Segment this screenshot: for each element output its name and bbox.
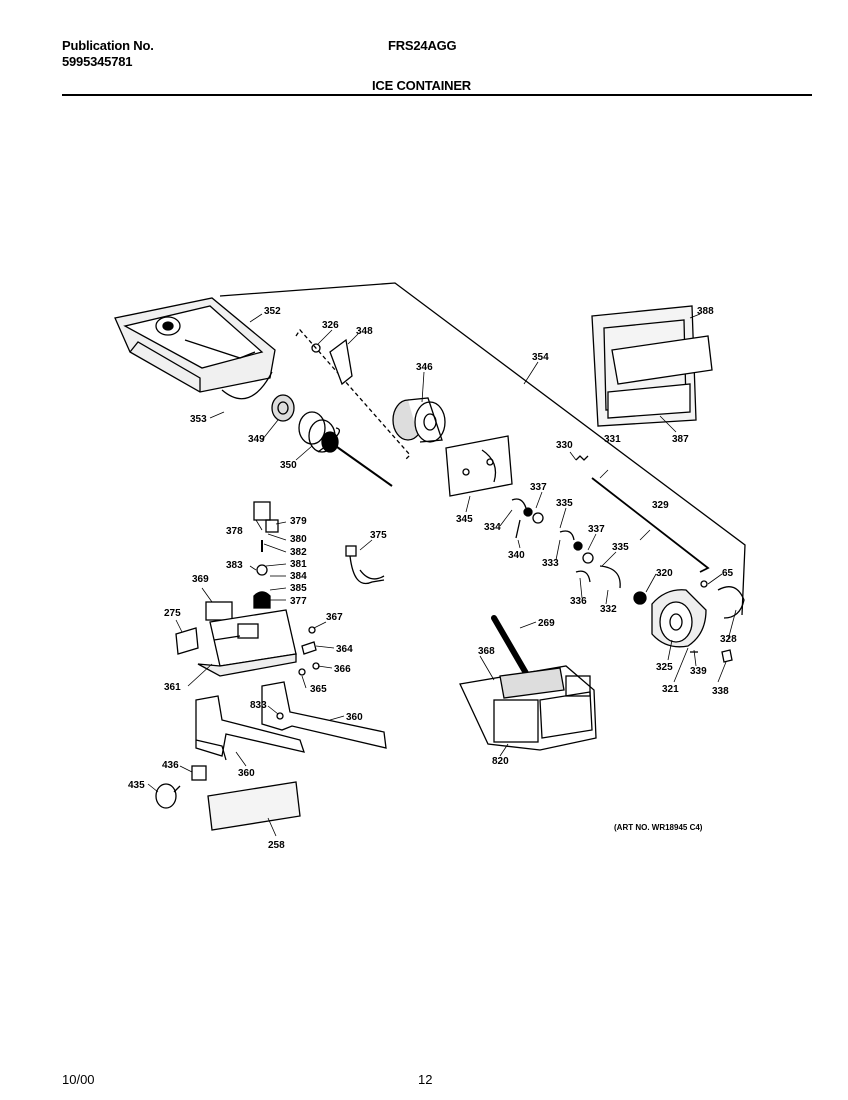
cover-part [175,627,199,655]
callout-335a: 335 [556,498,573,509]
callout-330: 330 [556,440,573,451]
callout-369: 369 [192,574,209,585]
callout-388: 388 [697,306,714,317]
section-title: ICE CONTAINER [372,78,471,93]
callout-331: 331 [604,434,621,445]
motor-part [633,580,745,663]
rail-parts [195,681,387,761]
callout-65: 65 [722,568,734,579]
callout-820: 820 [492,756,509,767]
callout-385: 385 [290,583,307,594]
callout-833: 833 [250,700,267,711]
art-number: (ART NO. WR18945 C4) [614,823,703,832]
callout-384: 384 [290,571,307,582]
callout-326: 326 [322,320,339,331]
publication-number: 5995345781 [62,54,133,69]
callout-354: 354 [532,352,549,363]
callout-258: 258 [268,840,285,851]
callout-320: 320 [656,568,673,579]
callout-360b: 360 [238,768,255,779]
callout-378: 378 [226,526,243,537]
callout-337b: 337 [588,524,605,535]
callout-338: 338 [712,686,729,697]
callout-361: 361 [164,682,181,693]
callout-335b: 335 [612,542,629,553]
callout-336: 336 [570,596,587,607]
callout-329: 329 [652,500,669,511]
callout-340: 340 [508,550,525,561]
spring-part [575,455,589,461]
linkage-parts [511,498,621,589]
callout-383: 383 [226,560,243,571]
callout-366: 366 [334,664,351,675]
bottom-cover-part [207,781,301,831]
callout-321: 321 [662,684,679,695]
callout-367: 367 [326,612,343,623]
auger-part [271,394,393,487]
callout-339: 339 [690,666,707,677]
callout-387: 387 [672,434,689,445]
callout-377: 377 [290,596,307,607]
ice-bucket-part [114,297,276,400]
callout-381: 381 [290,559,307,570]
callout-345: 345 [456,514,473,525]
relay-part [205,601,233,621]
callout-365: 365 [310,684,327,695]
callout-333: 333 [542,558,559,569]
door-panel-part [591,305,713,427]
rod-part [591,477,710,573]
callout-332: 332 [600,604,617,615]
callout-375: 375 [370,530,387,541]
drum-part [392,397,446,443]
callout-334: 334 [484,522,501,533]
callout-368: 368 [478,646,495,657]
callout-349: 349 [248,434,265,445]
callout-436: 436 [162,760,179,771]
model-number: FRS24AGG [388,38,457,53]
callout-360a: 360 [346,712,363,723]
callout-337a: 337 [530,482,547,493]
callout-379: 379 [290,516,307,527]
socket-part [191,765,207,781]
ice-maker-part [459,665,597,751]
callout-350: 350 [280,460,297,471]
callout-346: 346 [416,362,433,373]
fill-tube-part [491,615,533,683]
switch-stack-parts [253,501,279,609]
wire-harness-part [345,545,385,585]
callout-328: 328 [720,634,737,645]
screw-part [311,343,321,353]
callout-382: 382 [290,547,307,558]
callout-348: 348 [356,326,373,337]
callout-325: 325 [656,662,673,673]
blade-part [329,338,353,386]
footer-date: 10/00 [62,1072,95,1087]
publication-label: Publication No. [62,38,154,53]
bulb-part [155,783,177,809]
header-rule [62,94,812,96]
callout-352: 352 [264,306,281,317]
control-housing-part [197,609,297,677]
page-number: 12 [418,1072,433,1087]
callout-275: 275 [164,608,181,619]
callout-380: 380 [290,534,307,545]
mounting-plate-part [445,435,513,497]
callout-269: 269 [538,618,555,629]
assembly-outline [219,282,746,616]
callout-353: 353 [190,414,207,425]
callout-435: 435 [128,780,145,791]
callout-364: 364 [336,644,353,655]
